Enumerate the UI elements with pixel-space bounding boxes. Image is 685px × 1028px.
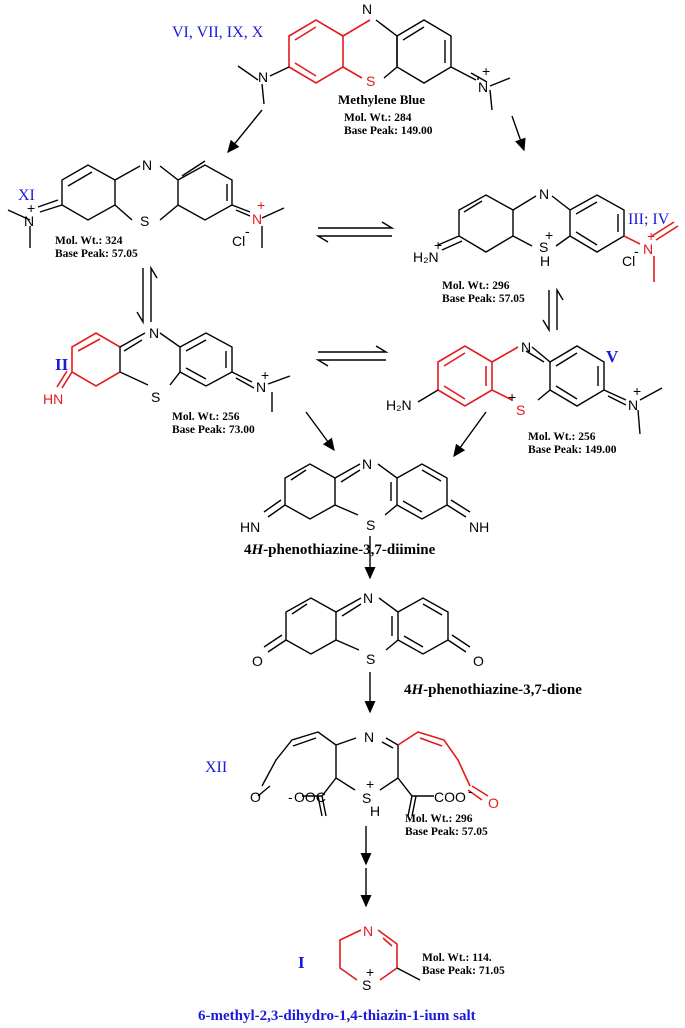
v-ring-n: N xyxy=(521,339,531,355)
dione-structure: N S O O xyxy=(252,590,484,669)
mb-roman-label: VI, VII, IX, X xyxy=(172,24,264,41)
xii-coo-minus: - xyxy=(468,783,473,799)
dione-ring-s: S xyxy=(366,651,375,667)
xii-mw: Mol. Wt.: 296 xyxy=(405,813,473,825)
iii-roman-label: III; IV xyxy=(628,211,670,228)
xi-n-right-plus: + xyxy=(257,197,265,213)
xii-ooc-minus: - xyxy=(288,789,293,805)
diimine-nh: NH xyxy=(469,519,489,535)
equilibrium-ii-v xyxy=(315,345,389,367)
compound-i-structure: N S + xyxy=(339,923,421,993)
ii-n-right: N xyxy=(256,379,266,395)
compound-ii-structure: N S HN N + xyxy=(43,325,291,412)
v-h2n: H₂N xyxy=(386,397,412,413)
v-roman-label: V xyxy=(606,347,619,366)
xii-roman-label: XII xyxy=(205,759,227,776)
iii-ring-s: S xyxy=(539,239,548,255)
arrow-mb-to-xi xyxy=(227,109,263,154)
xii-ooc: OOC xyxy=(294,789,326,805)
iii-h2n: H₂N xyxy=(413,249,439,265)
mb-ring-s: S xyxy=(366,73,375,89)
arrow-ii-to-diimine xyxy=(305,411,335,452)
iii-cl: Cl xyxy=(622,253,635,269)
mb-n-left: N xyxy=(258,69,268,85)
iii-n-plus: + xyxy=(647,228,655,244)
xii-ring-s: S xyxy=(362,790,371,806)
mb-mw: Mol. Wt.: 284 xyxy=(344,112,412,124)
v-n-plus: + xyxy=(633,383,641,399)
dione-name: 4H-phenothiazine-3,7-dione xyxy=(404,682,582,698)
ii-ring-n: N xyxy=(149,325,159,341)
mb-n-plus: + xyxy=(482,63,490,79)
iii-s-plus: + xyxy=(545,227,553,243)
xii-ring-h: H xyxy=(370,803,380,819)
v-ring-s: S xyxy=(516,402,525,418)
ii-n-plus: + xyxy=(261,367,269,383)
equilibrium-xi-ii xyxy=(136,265,158,325)
compound-v-structure: N S + H₂N N + xyxy=(386,339,663,435)
mb-bp: Base Peak: 149.00 xyxy=(344,125,433,137)
i-ring-n: N xyxy=(363,923,373,939)
i-name: 6-methyl-2,3-dihydro-1,4-thiazin-1-ium s… xyxy=(198,1008,476,1024)
i-bp: Base Peak: 71.05 xyxy=(422,965,505,977)
dione-o-left: O xyxy=(252,653,263,669)
compound-xi-structure: N S N + N + xyxy=(7,157,285,248)
xi-bp: Base Peak: 57.05 xyxy=(55,248,138,260)
xi-n-right: N xyxy=(252,211,262,227)
iii-h2n-plus: + xyxy=(434,237,442,253)
xi-ring-s: S xyxy=(140,213,149,229)
dione-ring-n: N xyxy=(363,590,373,606)
ii-hn: HN xyxy=(43,391,63,407)
diimine-structure: N S HN NH xyxy=(240,456,489,535)
xi-roman-label: XI xyxy=(18,187,35,204)
i-mw: Mol. Wt.: 114. xyxy=(422,952,492,964)
i-s-plus: + xyxy=(366,964,374,980)
i-roman-label: I xyxy=(298,953,305,972)
v-s-plus: + xyxy=(508,389,516,405)
diimine-ring-s: S xyxy=(366,517,375,533)
ii-mw: Mol. Wt.: 256 xyxy=(172,411,240,423)
diimine-ring-n: N xyxy=(362,456,372,472)
compound-xii-structure: N S + H O O - OOC COO - xyxy=(250,729,499,819)
v-mw: Mol. Wt.: 256 xyxy=(528,431,596,443)
i-ring-s: S xyxy=(362,977,371,993)
mb-n-right: N xyxy=(478,79,488,95)
dione-o-right: O xyxy=(473,653,484,669)
xi-n-left: N xyxy=(24,213,34,229)
compound-iii-structure: N S H + H₂N + N + xyxy=(413,186,679,282)
v-bp: Base Peak: 149.00 xyxy=(528,444,617,456)
ii-roman-label: II xyxy=(55,355,69,374)
xii-o-left: O xyxy=(250,789,261,805)
methylene-blue-structure: N S N N + xyxy=(237,1,511,111)
ii-bp: Base Peak: 73.00 xyxy=(172,424,255,436)
diimine-hn: HN xyxy=(240,519,260,535)
iii-ring-n: N xyxy=(539,186,549,202)
ii-ring-s: S xyxy=(151,389,160,405)
equilibrium-xi-iii xyxy=(315,221,395,243)
iii-bp: Base Peak: 57.05 xyxy=(442,293,525,305)
xii-ring-n: N xyxy=(364,729,374,745)
xii-coo: COO xyxy=(434,789,466,805)
iii-n-right: N xyxy=(643,241,653,257)
xi-ring-n: N xyxy=(142,157,152,173)
xii-bp: Base Peak: 57.05 xyxy=(405,826,488,838)
iii-mw: Mol. Wt.: 296 xyxy=(442,280,510,292)
diimine-name: 4H-phenothiazine-3,7-diimine xyxy=(244,542,436,558)
xi-cl-minus: - xyxy=(245,223,250,239)
v-n-right: N xyxy=(628,397,638,413)
mb-ring-n: N xyxy=(362,1,372,17)
xi-mw: Mol. Wt.: 324 xyxy=(55,235,123,247)
arrow-mb-to-iii xyxy=(511,115,526,152)
arrow-v-to-diimine xyxy=(453,411,487,458)
xi-n-left-plus: + xyxy=(27,200,35,216)
xi-cl: Cl xyxy=(232,233,245,249)
iii-ring-h: H xyxy=(540,253,550,269)
xii-o-right: O xyxy=(488,795,499,811)
xii-s-plus: + xyxy=(366,776,374,792)
iii-cl-minus: - xyxy=(634,243,639,259)
equilibrium-iii-v xyxy=(542,287,564,333)
mb-name: Methylene Blue xyxy=(338,92,425,107)
